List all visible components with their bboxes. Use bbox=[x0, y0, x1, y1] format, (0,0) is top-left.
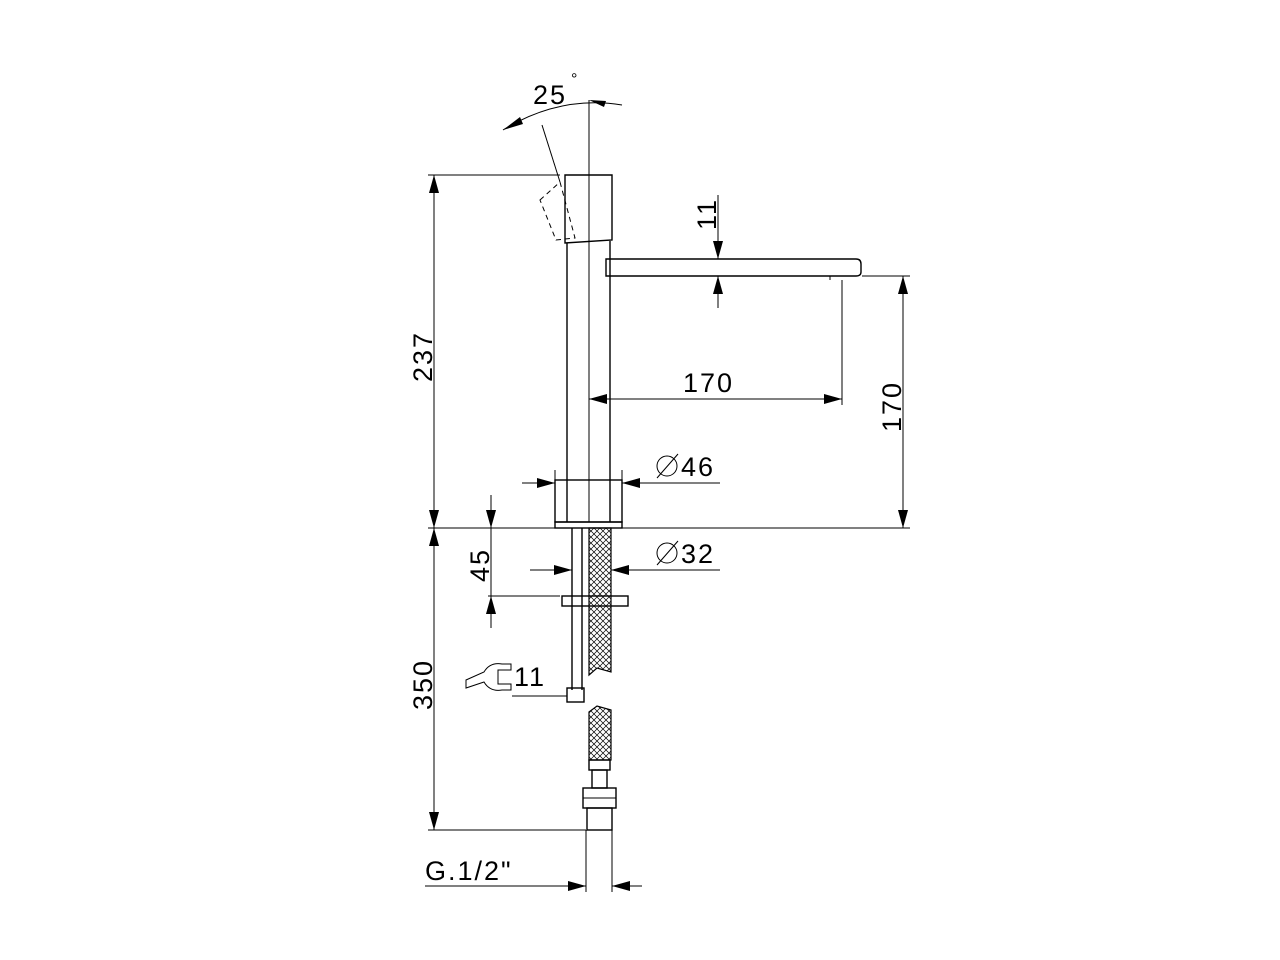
lever-tilted-outline bbox=[539, 181, 576, 241]
dim-shank-diameter: 32 bbox=[530, 539, 720, 575]
diameter-symbol bbox=[656, 540, 679, 566]
flex-hose-lower bbox=[588, 705, 612, 761]
lever-handle bbox=[564, 174, 613, 244]
dim-deck-thickness: 45 bbox=[465, 495, 496, 628]
dim-spout-height: 170 bbox=[877, 276, 908, 528]
below-deck-assembly bbox=[561, 527, 629, 831]
dim-total-height: 237 bbox=[408, 175, 439, 528]
connection-label: G.1/2" bbox=[425, 856, 513, 886]
deck-thickness-label: 45 bbox=[465, 548, 495, 582]
wrench-size-label: 11 bbox=[514, 662, 546, 692]
spout bbox=[605, 258, 862, 277]
dim-lever-gap: 11 bbox=[692, 195, 723, 308]
dim-connection: G.1/2" bbox=[425, 856, 642, 891]
spout-reach-label: 170 bbox=[683, 368, 734, 398]
flex-hose-upper bbox=[588, 527, 612, 677]
faucet-body bbox=[539, 100, 862, 529]
angle-label: 25 bbox=[533, 80, 567, 110]
dim-spout-reach: 170 bbox=[589, 368, 842, 404]
total-height-label: 237 bbox=[408, 331, 438, 382]
body-diameter-label: 46 bbox=[681, 452, 715, 482]
lever-gap-label: 11 bbox=[692, 198, 722, 230]
wrench-size: 11 bbox=[465, 662, 546, 692]
wrench-icon bbox=[465, 663, 512, 691]
extension-lines bbox=[428, 124, 910, 892]
angle-unit: ° bbox=[571, 71, 579, 88]
shank-diameter-label: 32 bbox=[681, 539, 715, 569]
dim-body-diameter: 46 bbox=[522, 452, 720, 488]
dim-below-deck: 350 bbox=[408, 528, 439, 830]
dim-angle: 25 ° bbox=[502, 71, 623, 131]
below-deck-label: 350 bbox=[408, 659, 438, 710]
diameter-symbol bbox=[656, 453, 679, 479]
spout-height-label: 170 bbox=[877, 381, 907, 432]
